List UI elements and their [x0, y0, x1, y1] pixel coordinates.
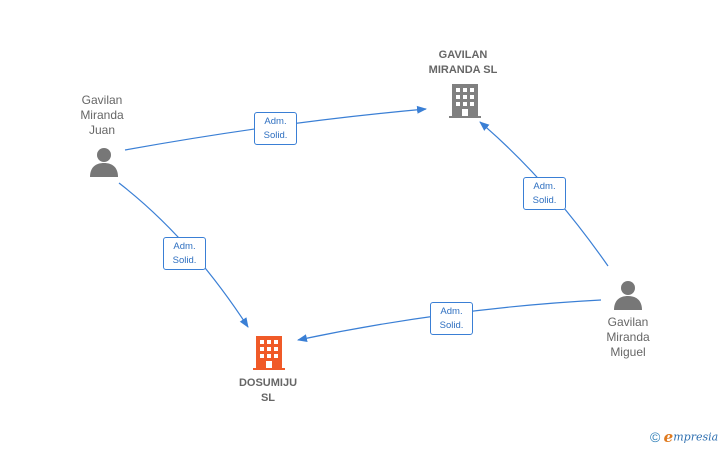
company-name-line: DOSUMIJU	[238, 377, 298, 389]
building-icon[interactable]	[449, 84, 481, 118]
company-name-line: GAVILAN	[438, 49, 488, 61]
person-label-gavilan-miranda-miguel[interactable]: Gavilan Miranda Miguel	[590, 315, 666, 360]
person-name-line: Gavilan	[607, 315, 649, 329]
edge-role-line: Adm.	[440, 306, 463, 317]
edge-label-miguel-to-dosumiju[interactable]: Adm. Solid.	[430, 302, 473, 335]
building-icon[interactable]	[253, 336, 285, 370]
edge-role-line: Adm.	[173, 241, 196, 252]
person-name-line: Juan	[88, 123, 116, 137]
person-name-line: Miguel	[610, 345, 646, 359]
edge-role-line: Solid.	[172, 255, 197, 266]
person-name-line: Miranda	[606, 330, 650, 344]
edge-role-line: Solid.	[263, 130, 288, 141]
edge-role-line: Adm.	[264, 116, 287, 127]
company-name-line: SL	[260, 392, 276, 404]
edge-role-line: Solid.	[439, 320, 464, 331]
company-label-dosumiju-sl[interactable]: DOSUMIJU SL	[219, 376, 317, 406]
brand-logo-initial: e	[663, 428, 674, 446]
company-label-gavilan-miranda-sl[interactable]: GAVILAN MIRANDA SL	[414, 48, 512, 78]
empresia-watermark: © empresia	[650, 428, 718, 448]
edge-label-juan-to-gavilan-sl[interactable]: Adm. Solid.	[254, 112, 297, 145]
person-name-line: Gavilan	[81, 93, 123, 107]
person-icon[interactable]	[89, 147, 119, 177]
company-name-line: MIRANDA SL	[428, 64, 498, 76]
edge-role-line: Adm.	[533, 181, 556, 192]
edge-role-line: Solid.	[532, 195, 557, 206]
person-icon[interactable]	[613, 280, 643, 310]
copyright-icon: ©	[650, 429, 661, 445]
edge-label-juan-to-dosumiju[interactable]: Adm. Solid.	[163, 237, 206, 270]
person-label-gavilan-miranda-juan[interactable]: Gavilan Miranda Juan	[66, 93, 138, 138]
edge-label-miguel-to-gavilan-sl[interactable]: Adm. Solid.	[523, 177, 566, 210]
brand-logo-text: mpresia	[673, 430, 719, 444]
person-name-line: Miranda	[80, 108, 124, 122]
